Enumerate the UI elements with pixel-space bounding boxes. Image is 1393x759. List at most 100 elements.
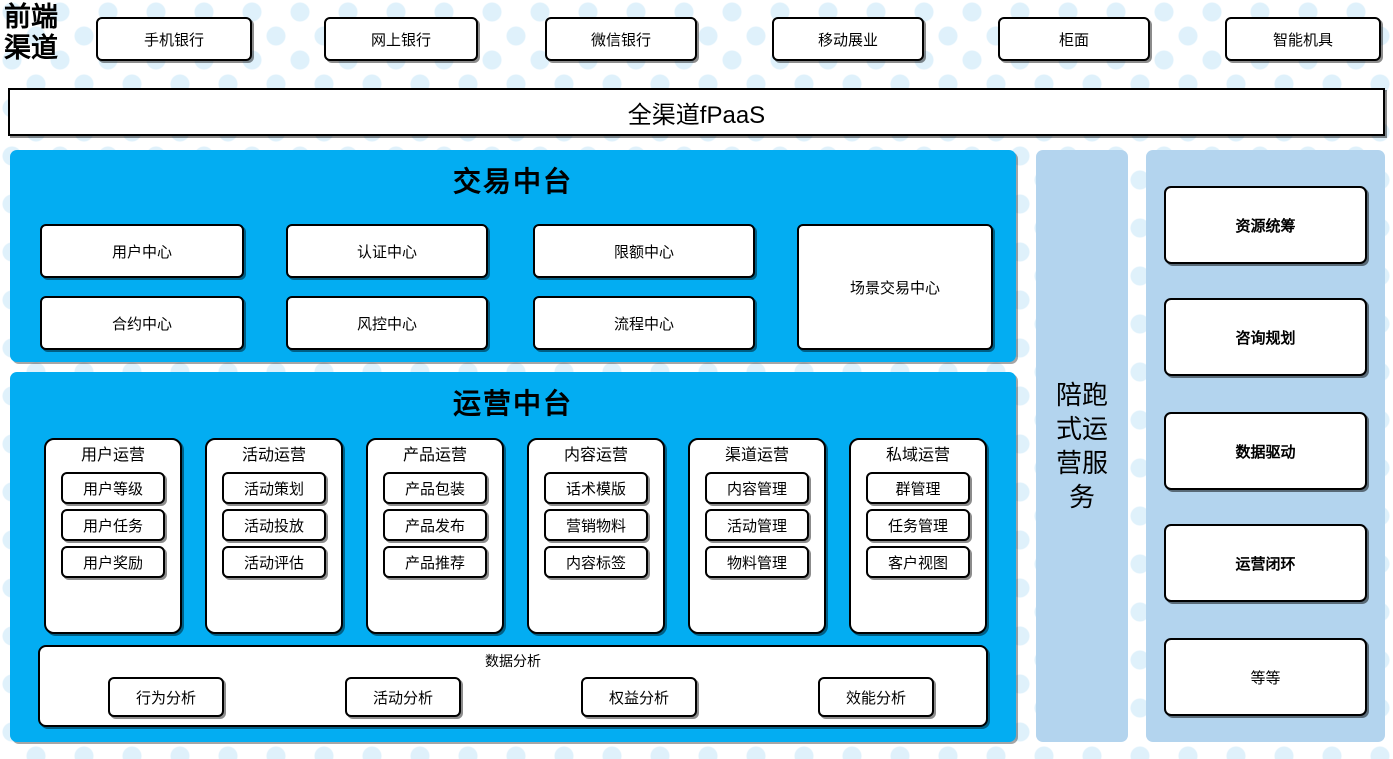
- data-analysis-item[interactable]: 权益分析: [581, 677, 697, 717]
- channel-box[interactable]: 网上银行: [324, 17, 478, 61]
- ops-column-item[interactable]: 产品推荐: [383, 546, 487, 578]
- fpaas-bar[interactable]: 全渠道fPaaS: [8, 88, 1385, 136]
- channel-box[interactable]: 微信银行: [545, 17, 697, 61]
- data-analysis-item[interactable]: 效能分析: [818, 677, 934, 717]
- ops-column-item[interactable]: 活动投放: [222, 509, 326, 541]
- ops-column: 私域运营群管理任务管理客户视图: [849, 438, 987, 634]
- ops-column-item-label: 内容标签: [565, 554, 626, 572]
- ops-column-item-label: 用户等级: [82, 480, 143, 498]
- service-offering-box-label: 数据驱动: [1235, 443, 1296, 461]
- ops-column: 产品运营产品包装产品发布产品推荐: [366, 438, 504, 634]
- ops-column-item[interactable]: 客户视图: [866, 546, 970, 578]
- data-analysis-item-label: 行为分析: [135, 689, 196, 707]
- channel-box[interactable]: 柜面: [998, 17, 1150, 61]
- service-offering-box-label: 运营闭环: [1235, 555, 1296, 573]
- ops-column-item-label: 产品推荐: [404, 554, 465, 572]
- ops-column-item-label: 任务管理: [887, 517, 948, 535]
- ops-column-item[interactable]: 群管理: [866, 472, 970, 504]
- service-offering-box-label: 等等: [1250, 669, 1281, 687]
- service-offering-box[interactable]: 咨询规划: [1164, 298, 1367, 376]
- trade-center-box-label: 合约中心: [111, 315, 172, 333]
- trade-center-box[interactable]: 合约中心: [40, 296, 244, 350]
- front-channel-label-line1: 前端: [4, 2, 58, 32]
- ops-column-item[interactable]: 内容管理: [705, 472, 809, 504]
- trade-center-box-label: 认证中心: [356, 243, 417, 261]
- trade-center-box[interactable]: 流程中心: [533, 296, 755, 350]
- ops-column-item-label: 用户任务: [82, 517, 143, 535]
- ops-column-item-label: 用户奖励: [82, 554, 143, 572]
- channel-box[interactable]: 手机银行: [96, 17, 252, 61]
- ops-column-item-label: 营销物料: [565, 517, 626, 535]
- data-analysis-item[interactable]: 行为分析: [108, 677, 224, 717]
- trade-center-box-label: 限额中心: [613, 243, 674, 261]
- ops-column-item[interactable]: 任务管理: [866, 509, 970, 541]
- trade-center-box-label: 场景交易中心: [849, 279, 940, 297]
- channel-box-label: 移动展业: [817, 31, 878, 49]
- trade-center-box[interactable]: 风控中心: [286, 296, 488, 350]
- data-analysis-group: 数据分析 行为分析 活动分析 权益分析 效能分析: [38, 645, 988, 727]
- service-offering-box[interactable]: 等等: [1164, 638, 1367, 716]
- ops-column-item[interactable]: 活动评估: [222, 546, 326, 578]
- ops-column: 活动运营活动策划活动投放活动评估: [205, 438, 343, 634]
- ops-column-item[interactable]: 内容标签: [544, 546, 648, 578]
- service-offering-box[interactable]: 数据驱动: [1164, 412, 1367, 490]
- ops-column-header: 活动运营: [241, 447, 306, 464]
- ops-column-item[interactable]: 用户奖励: [61, 546, 165, 578]
- ops-column: 渠道运营内容管理活动管理物料管理: [688, 438, 826, 634]
- ops-column-item-label: 活动策划: [243, 480, 304, 498]
- ops-column-item-label: 产品发布: [404, 517, 465, 535]
- ops-column-item-label: 产品包装: [404, 480, 465, 498]
- trade-center-title: 交易中台: [452, 166, 573, 197]
- channel-box-label: 网上银行: [370, 31, 431, 49]
- data-analysis-item-label: 效能分析: [845, 689, 906, 707]
- ops-column-header: 私域运营: [885, 447, 950, 464]
- channel-box[interactable]: 移动展业: [772, 17, 924, 61]
- data-analysis-item[interactable]: 活动分析: [345, 677, 461, 717]
- channel-box-label: 手机银行: [143, 31, 204, 49]
- trade-center-box[interactable]: 场景交易中心: [797, 224, 993, 350]
- channel-box-label: 微信银行: [590, 31, 651, 49]
- trade-center-box[interactable]: 限额中心: [533, 224, 755, 278]
- front-channel-label-line2: 渠道: [4, 33, 58, 63]
- channel-box-label: 智能机具: [1272, 31, 1333, 49]
- ops-column-item-label: 活动管理: [726, 517, 787, 535]
- data-analysis-item-label: 权益分析: [608, 689, 669, 707]
- ops-column-item[interactable]: 活动策划: [222, 472, 326, 504]
- ops-column: 内容运营话术模版营销物料内容标签: [527, 438, 665, 634]
- trade-center-box-label: 用户中心: [111, 243, 172, 261]
- ops-column-item[interactable]: 营销物料: [544, 509, 648, 541]
- service-column-panel: 陪跑式运营服务: [1036, 150, 1128, 742]
- ops-column-item[interactable]: 话术模版: [544, 472, 648, 504]
- service-offering-box[interactable]: 运营闭环: [1164, 524, 1367, 602]
- channel-box[interactable]: 智能机具: [1225, 17, 1381, 61]
- trade-center-box-label: 流程中心: [613, 315, 674, 333]
- ops-column-item[interactable]: 活动管理: [705, 509, 809, 541]
- ops-column-header: 用户运营: [80, 447, 145, 464]
- service-offering-box-label: 咨询规划: [1235, 329, 1296, 347]
- ops-column-item[interactable]: 产品包装: [383, 472, 487, 504]
- ops-column-item-label: 活动投放: [243, 517, 304, 535]
- trade-center-box[interactable]: 认证中心: [286, 224, 488, 278]
- ops-column-item[interactable]: 用户任务: [61, 509, 165, 541]
- trade-center-box-label: 风控中心: [356, 315, 417, 333]
- ops-column-header: 内容运营: [563, 447, 628, 464]
- ops-column-header: 渠道运营: [724, 447, 789, 464]
- service-offering-panel: 资源统筹咨询规划数据驱动运营闭环等等: [1146, 150, 1385, 742]
- fpaas-label: 全渠道fPaaS: [627, 101, 766, 129]
- service-column-label: 陪跑式运营服务: [1055, 380, 1108, 512]
- ops-column-item[interactable]: 用户等级: [61, 472, 165, 504]
- ops-column: 用户运营用户等级用户任务用户奖励: [44, 438, 182, 634]
- ops-column-header: 产品运营: [402, 447, 467, 464]
- ops-column-item-label: 群管理: [895, 480, 941, 498]
- trade-center-box[interactable]: 用户中心: [40, 224, 244, 278]
- ops-column-item[interactable]: 产品发布: [383, 509, 487, 541]
- front-channel-label: 前端 渠道: [4, 2, 82, 64]
- service-offering-box[interactable]: 资源统筹: [1164, 186, 1367, 264]
- ops-column-item-label: 客户视图: [887, 554, 948, 572]
- ops-column-item[interactable]: 物料管理: [705, 546, 809, 578]
- ops-column-item-label: 物料管理: [726, 554, 787, 572]
- ops-column-item-label: 活动评估: [243, 554, 304, 572]
- data-analysis-title: 数据分析: [485, 653, 541, 669]
- ops-column-item-label: 内容管理: [726, 480, 787, 498]
